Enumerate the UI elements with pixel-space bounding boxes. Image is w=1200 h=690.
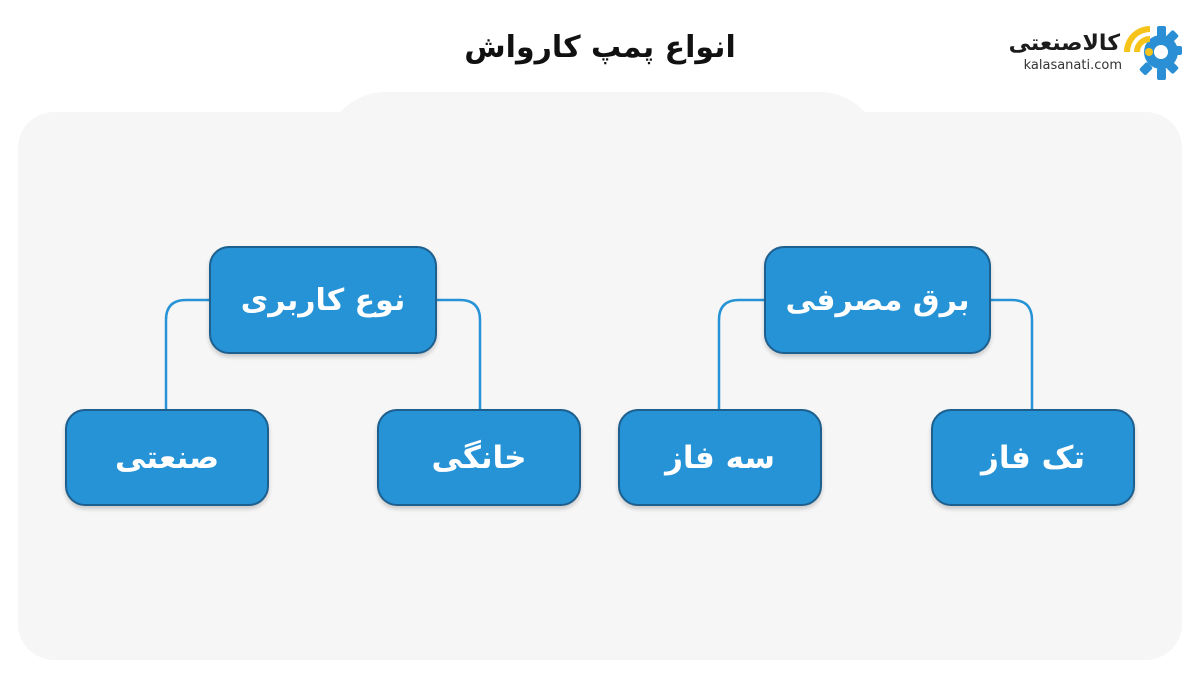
page-title: انواع پمپ کارواش: [464, 30, 736, 65]
leaf-node-three-phase: سه فاز: [618, 409, 822, 506]
leaf-node-household: خانگی: [377, 409, 581, 506]
logo-brand-text: کالاصنعتی: [1008, 31, 1120, 56]
node-label: نوع کاربری: [240, 282, 406, 318]
connector-line: [990, 298, 1034, 410]
leaf-node-single-phase: تک فاز: [931, 409, 1135, 506]
group-node-usage: نوع کاربری: [209, 246, 437, 354]
node-label: برق مصرفی: [785, 282, 970, 318]
logo-domain-text: kalasanati.com: [1023, 58, 1122, 73]
node-label: سه فاز: [665, 439, 775, 476]
node-label: خانگی: [431, 439, 527, 476]
node-label: صنعتی: [114, 439, 220, 476]
diagram-panel: [18, 112, 1182, 660]
node-label: تک فاز: [981, 439, 1085, 476]
leaf-node-industrial: صنعتی: [65, 409, 269, 506]
connector-line: [436, 298, 482, 410]
group-node-power: برق مصرفی: [764, 246, 991, 354]
connector-line: [717, 298, 765, 410]
connector-line: [164, 298, 210, 410]
gear-logo-icon: [1124, 26, 1182, 80]
brand-logo: کالاصنعتی kalasanati.com: [990, 20, 1190, 84]
